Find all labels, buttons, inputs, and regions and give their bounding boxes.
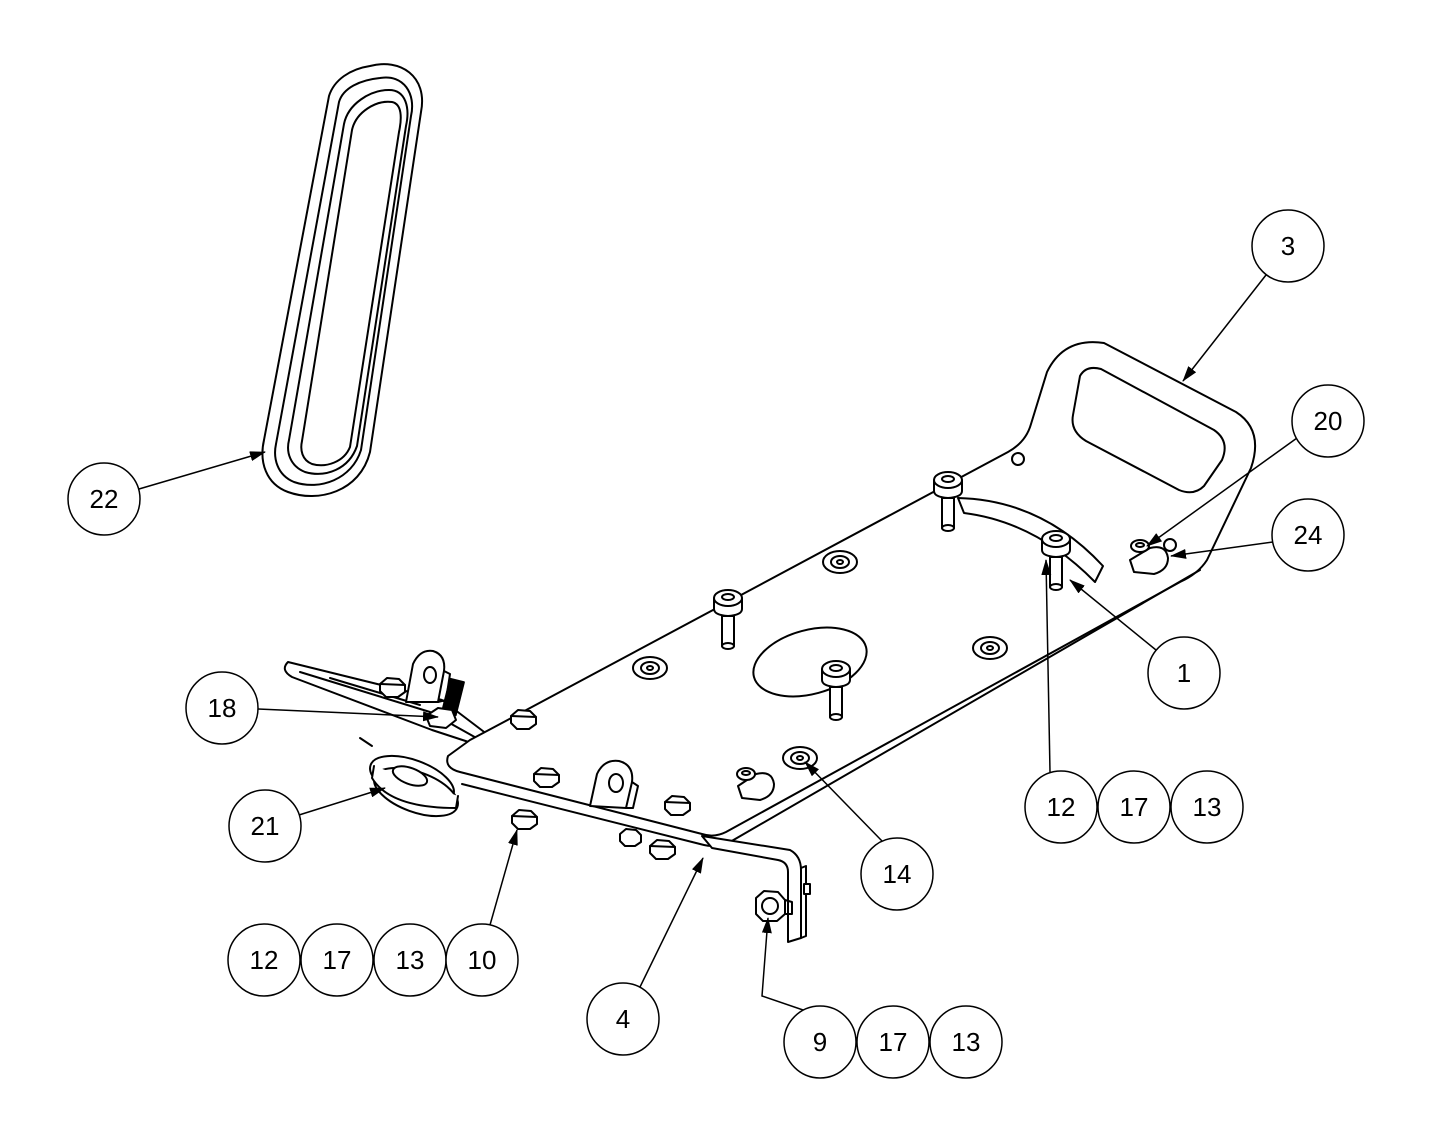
cable-clip	[736, 767, 775, 801]
callout-circle	[67, 462, 141, 536]
callout-label: 24	[1294, 520, 1323, 550]
callout-circle	[783, 1005, 857, 1079]
callout-14: 14	[860, 837, 934, 911]
callout-circle	[445, 923, 519, 997]
hex-nut	[533, 767, 560, 788]
leader-lines	[138, 274, 1298, 1012]
washer	[822, 550, 858, 574]
callout-label-17: 17	[323, 945, 352, 975]
lower-left-arm-plate	[283, 661, 501, 750]
small-hole	[1163, 538, 1177, 552]
hex-nut	[379, 677, 406, 698]
callout-label: 4	[616, 1004, 630, 1034]
leader-14	[804, 761, 883, 842]
callout-circle	[1024, 770, 1098, 844]
callout-circle	[860, 837, 934, 911]
callout-circle	[1291, 384, 1365, 458]
pulley	[359, 737, 459, 818]
callout-circle	[1271, 498, 1345, 572]
callout-label-17: 17	[1120, 792, 1149, 822]
callout-circle	[1097, 770, 1171, 844]
callout-18: 18	[185, 671, 259, 745]
lower-bent-bracket	[701, 835, 811, 943]
callout-label-10: 10	[468, 945, 497, 975]
callout-group-right: 12 17 13	[1024, 770, 1244, 844]
callout-label: 3	[1281, 231, 1295, 261]
leader-9	[761, 917, 807, 1012]
washer	[972, 636, 1008, 660]
callout-label-13: 13	[396, 945, 425, 975]
leader-21	[298, 787, 386, 816]
hex-nut	[649, 839, 676, 860]
eye-bracket	[405, 649, 451, 703]
hex-bolt	[1041, 530, 1071, 591]
hex-nut	[619, 828, 642, 847]
washer	[782, 746, 818, 770]
callout-24: 24	[1271, 498, 1345, 572]
callout-label-12: 12	[1047, 792, 1076, 822]
callout-label: 14	[883, 859, 912, 889]
callout-3: 3	[1251, 209, 1325, 283]
side-hex-bolt	[755, 890, 793, 922]
leader-4	[639, 857, 704, 988]
callout-circle	[227, 923, 301, 997]
callout-circle	[185, 671, 259, 745]
callout-label-9: 9	[813, 1027, 827, 1057]
callout-label-13: 13	[1193, 792, 1222, 822]
hex-bolt	[933, 471, 963, 532]
hex-nut	[510, 709, 537, 730]
leader-24	[1170, 541, 1274, 559]
callout-group-left: 12 17 13 10	[227, 923, 519, 997]
hex-bolt	[821, 660, 851, 721]
leader-20	[1146, 437, 1298, 547]
drive-belt	[261, 63, 424, 497]
callout-circle	[228, 789, 302, 863]
callout-circle	[300, 923, 374, 997]
leader-22	[138, 451, 266, 490]
callout-circle	[1251, 209, 1325, 283]
arc-slot	[957, 497, 1104, 583]
callout-label: 22	[90, 484, 119, 514]
callout-circle	[856, 1005, 930, 1079]
leader-10	[489, 829, 518, 926]
washer	[632, 656, 668, 680]
callout-label: 21	[251, 811, 280, 841]
callout-circle	[1147, 636, 1221, 710]
leader-12-right	[1041, 559, 1052, 773]
hex-nut	[511, 809, 538, 830]
callout-circle	[929, 1005, 1003, 1079]
callout-label-13: 13	[952, 1027, 981, 1057]
handle-slot	[1071, 366, 1226, 494]
hex-nut	[664, 795, 691, 816]
callout-4: 4	[586, 982, 660, 1056]
callout-1: 1	[1147, 636, 1221, 710]
callout-label: 1	[1177, 658, 1191, 688]
callout-label: 20	[1314, 406, 1343, 436]
mounting-plate	[446, 341, 1257, 847]
callout-circle	[1170, 770, 1244, 844]
callout-21: 21	[228, 789, 302, 863]
callout-20: 20	[1291, 384, 1365, 458]
callout-group-bottom: 9 17 13	[783, 1005, 1003, 1079]
callout-22: 22	[67, 462, 141, 536]
callout-label-12: 12	[250, 945, 279, 975]
leader-3	[1182, 274, 1267, 382]
callout-circle	[586, 982, 660, 1056]
callout-label-17: 17	[879, 1027, 908, 1057]
small-hole	[1011, 452, 1025, 466]
leader-1	[1069, 579, 1157, 651]
hex-bolt	[713, 589, 743, 650]
eye-bracket	[589, 759, 639, 809]
leader-18	[257, 708, 439, 722]
callout-label: 18	[208, 693, 237, 723]
